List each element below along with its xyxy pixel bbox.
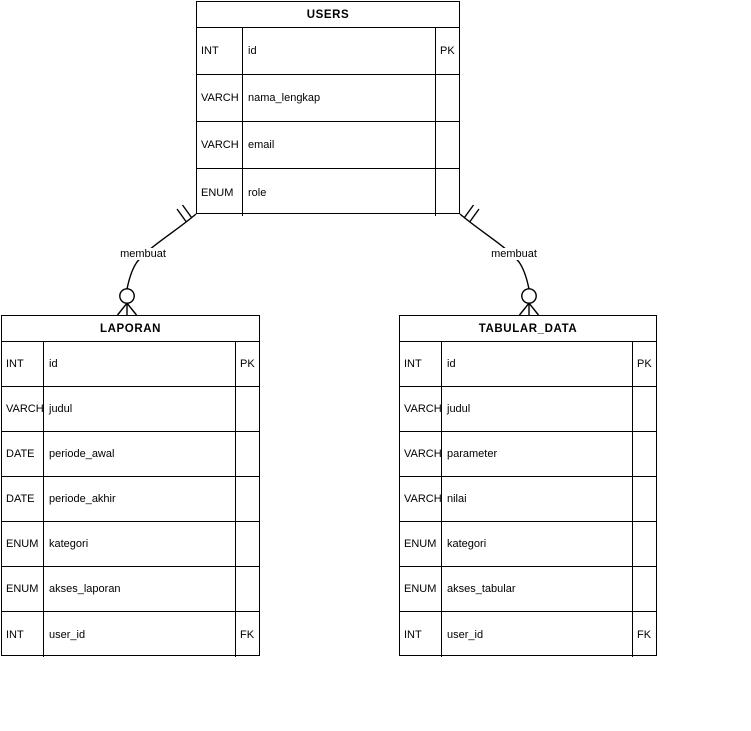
attribute-key: PK: [240, 358, 255, 370]
crowsfoot-right-users-laporan: [126, 302, 138, 316]
attribute-name: nama_lengkap: [243, 75, 436, 121]
attribute-key: [633, 522, 656, 566]
attribute-key: [633, 477, 656, 521]
entity-title-users: USERS: [197, 2, 459, 28]
crowsfoot-right-users-tabular_data: [528, 302, 540, 316]
attribute-type: DATE: [2, 432, 44, 476]
attribute-name: judul: [442, 387, 633, 431]
cardinality-tick-one-b-users-laporan: [176, 208, 187, 222]
attribute-name: akses_laporan: [44, 567, 236, 611]
attribute-type: VARCH: [400, 477, 442, 521]
attribute-type: VARCH: [2, 387, 44, 431]
attribute-key: [236, 477, 259, 521]
attribute-name: nilai: [442, 477, 633, 521]
attribute-type: VARCH: [197, 75, 243, 121]
attribute-type: ENUM: [2, 567, 44, 611]
crowsfoot-left-users-tabular_data: [518, 302, 530, 316]
attribute-name: periode_akhir: [44, 477, 236, 521]
attribute-type: INT: [400, 612, 442, 657]
attribute-key: [633, 567, 656, 611]
entity-title-laporan: LAPORAN: [2, 316, 259, 342]
attribute-name: email: [243, 122, 436, 168]
attribute-key: [236, 387, 259, 431]
entity-title-tabular_data: TABULAR_DATA: [400, 316, 656, 342]
attribute-type: ENUM: [197, 169, 243, 216]
attribute-type: VARCH: [400, 387, 442, 431]
cardinality-zero-circle-users-laporan: [119, 288, 135, 304]
attribute-name: id: [442, 342, 633, 386]
attribute-name: parameter: [442, 432, 633, 476]
relationship-users-tabular_data[interactable]: [459, 204, 540, 316]
cardinality-tick-one-a-users-laporan: [181, 204, 193, 218]
attribute-name: user_id: [44, 612, 236, 657]
relationship-label-users-laporan: membuat: [119, 248, 167, 260]
cardinality-tick-one-a-users-tabular_data: [463, 204, 475, 218]
attribute-type: VARCH: [197, 122, 243, 168]
attribute-name: id: [243, 28, 436, 74]
attribute-type: ENUM: [400, 567, 442, 611]
attribute-type: INT: [2, 342, 44, 386]
attribute-name: user_id: [442, 612, 633, 657]
attribute-type: INT: [197, 28, 243, 74]
attribute-key: FK: [637, 628, 652, 641]
attribute-type: INT: [400, 342, 442, 386]
attribute-name: akses_tabular: [442, 567, 633, 611]
attribute-type: VARCH: [400, 432, 442, 476]
attribute-name: judul: [44, 387, 236, 431]
attribute-key: FK: [240, 628, 255, 641]
attribute-key: [436, 122, 459, 168]
attribute-key: [436, 75, 459, 121]
attribute-type: DATE: [2, 477, 44, 521]
crowsfoot-left-users-laporan: [116, 302, 128, 316]
attribute-key: [633, 387, 656, 431]
attribute-key: PK: [637, 358, 652, 370]
attribute-type: ENUM: [2, 522, 44, 566]
attribute-key: PK: [440, 45, 455, 57]
attribute-type: ENUM: [400, 522, 442, 566]
attribute-name: kategori: [44, 522, 236, 566]
cardinality-zero-circle-users-tabular_data: [521, 288, 537, 304]
relationship-label-users-tabular_data: membuat: [490, 248, 538, 260]
attribute-name: id: [44, 342, 236, 386]
attribute-key: [436, 169, 459, 216]
cardinality-tick-one-b-users-tabular_data: [469, 208, 480, 222]
attribute-name: kategori: [442, 522, 633, 566]
attribute-key: [236, 567, 259, 611]
attribute-name: periode_awal: [44, 432, 236, 476]
attribute-type: INT: [2, 612, 44, 657]
attribute-name: role: [243, 169, 436, 216]
attribute-key: [236, 432, 259, 476]
attribute-key: [236, 522, 259, 566]
attribute-key: [633, 432, 656, 476]
relationship-users-laporan[interactable]: [116, 204, 197, 316]
